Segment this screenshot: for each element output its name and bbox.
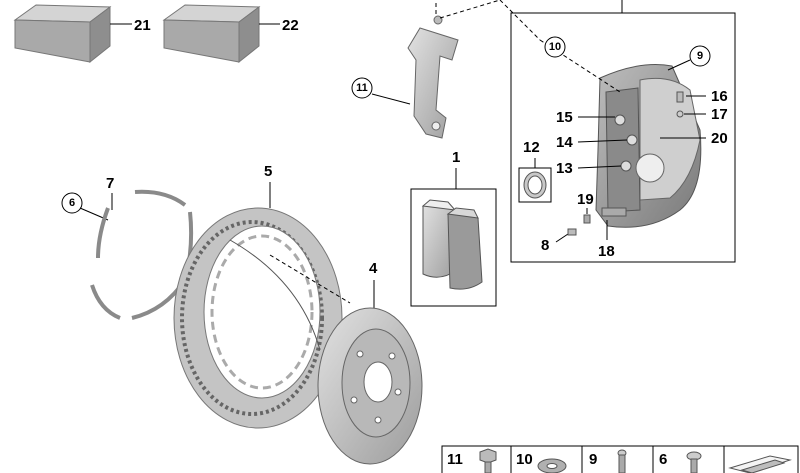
callout-22: 22 [282,17,299,34]
rotor-hub [317,307,423,465]
callout-19: 19 [577,191,594,208]
fastener-legend: 11 10 9 6 [441,445,799,473]
caliper-bracket [407,15,459,139]
cleaner-box-21 [13,4,112,64]
callout-15: 15 [556,109,573,126]
callout-4: 4 [369,260,378,277]
callout-8: 8 [541,237,549,254]
callout-21: 21 [134,17,151,34]
bolt-11-icon [479,448,497,473]
callout-20: 20 [711,130,728,147]
piston-seal [523,171,547,199]
shim-icon [728,455,792,473]
callout-14: 14 [556,134,573,151]
seal-frame [518,167,552,203]
cleaner-box-22 [162,4,261,64]
sensor-clip [583,214,591,224]
washer-10-icon [537,458,567,473]
brake-caliper [595,64,702,228]
callout-9: 9 [697,50,703,62]
legend-label-6: 6 [659,451,667,468]
legend-label-11: 11 [447,451,463,468]
callout-1: 1 [452,149,460,166]
bleeder-valve [676,91,684,118]
bolt-9-icon [617,449,627,473]
callout-11: 11 [356,82,368,94]
caliper-group-frame [510,12,736,263]
bleeder-screw [567,228,577,236]
callout-18: 18 [598,243,615,260]
legend-label-10: 10 [516,451,533,468]
callout-16: 16 [711,88,728,105]
brake-pad-frame [410,188,497,307]
callout-6: 6 [69,197,75,209]
brake-rotor [173,207,343,429]
callout-17: 17 [711,106,728,123]
bolt-6-icon [686,451,702,473]
callout-5: 5 [264,163,272,180]
brake-pad-set [421,199,483,290]
legend-label-9: 9 [589,451,597,468]
callout-13: 13 [556,160,573,177]
callout-10: 10 [549,41,561,53]
callout-7: 7 [106,175,114,192]
callout-12: 12 [523,139,540,156]
